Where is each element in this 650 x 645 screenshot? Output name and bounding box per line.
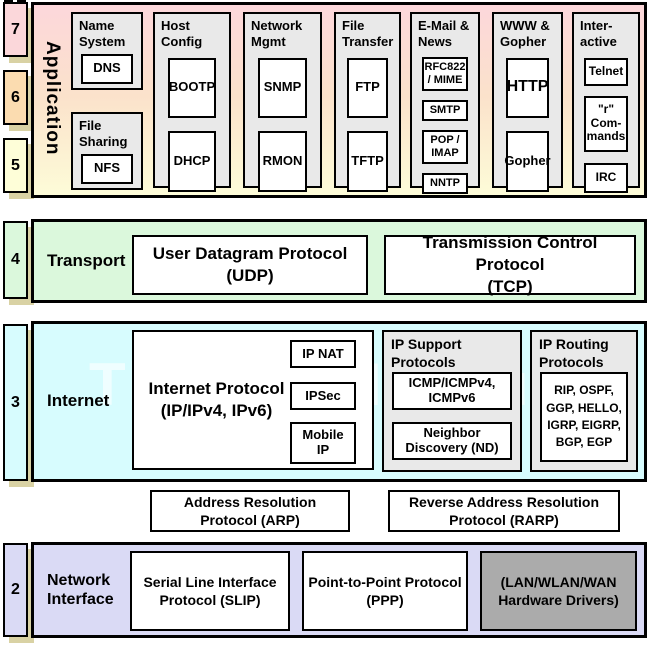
group-title: Host Config [161,18,203,50]
crop-artifact [17,0,26,3]
protocol-mobile-ip: Mobile IP [290,422,356,464]
network-interface-layer-panel: Network Interface Serial Line Interface … [31,542,647,638]
protocol-arp: Address Resolution Protocol (ARP) [150,490,350,532]
protocol-rarp: Reverse Address Resolution Protocol (RAR… [388,490,620,532]
protocol-tftp: TFTP [347,130,388,192]
protocol-nd: Neighbor Discovery (ND) [392,422,512,460]
protocol-ip-box: Internet Protocol (IP/IPv4, IPv6) IP NAT… [132,330,374,470]
application-layer-label: Application [42,40,63,156]
protocol-ppp: Point-to-Point Protocol (PPP) [302,551,468,631]
layer-4-number: 4 [11,251,20,268]
layer-4-badge: 4 [3,221,28,299]
protocol-bootp: BOOTP [168,57,216,118]
protocol-nntp: NNTP [422,172,468,194]
group-title: Name System [79,18,126,50]
layer-3-badge: 3 [3,324,28,481]
group-interactive: Inter- active Telnet "r" Com- mands IRC [572,12,640,193]
group-title: Inter- active [580,18,617,50]
group-ip-routing: IP Routing Protocols RIP, OSPF, GGP, HEL… [530,330,638,472]
group-title: E-Mail & News [418,18,470,50]
group-title: IP Routing Protocols [539,336,609,370]
protocol-routing-list: RIP, OSPF, GGP, HELLO, IGRP, EIGRP, BGP,… [540,372,628,462]
group-network-mgmt: Network Mgmt SNMP RMON [243,12,322,192]
layer-7-badge: 7 [3,2,28,57]
internet-layer-panel: The TCP/IP Guide Internet Internet Proto… [31,321,647,482]
hardware-drivers-box: (LAN/WLAN/WAN Hardware Drivers) [480,551,637,631]
layer-5-badge: 5 [3,138,28,193]
layer-5-number: 5 [11,156,20,174]
transport-layer-label: Transport [47,250,126,270]
protocol-rmon: RMON [258,130,307,192]
layer-2-badge: 2 [3,543,28,637]
group-title: File Transfer [342,18,394,50]
group-file-transfer: File Transfer FTP TFTP [334,12,401,192]
protocol-r-commands: "r" Com- mands [584,95,628,152]
group-title: WWW & Gopher [500,18,550,50]
protocol-dns: DNS [81,53,133,84]
protocol-nfs: NFS [81,153,133,184]
group-title: File Sharing [79,118,128,150]
protocol-slip: Serial Line Interface Protocol (SLIP) [130,551,290,631]
transport-layer-panel: Transport User Datagram Protocol (UDP) T… [31,219,647,303]
group-file-sharing: File Sharing NFS [71,112,143,190]
internet-layer-label: Internet [47,391,110,411]
group-title: Network Mgmt [251,18,303,50]
layer-2-number: 2 [11,581,20,598]
network-interface-layer-label: Network Interface [47,571,114,608]
protocol-udp: User Datagram Protocol (UDP) [132,235,368,295]
application-layer-panel: Application Name System DNS File Sharing… [31,2,647,198]
layer-3-number: 3 [11,393,20,411]
group-host-config: Host Config BOOTP DHCP [153,12,231,192]
protocol-pop-imap: POP / IMAP [422,129,468,164]
crop-artifact [4,0,13,3]
protocol-telnet: Telnet [584,57,628,86]
protocol-snmp: SNMP [258,57,307,118]
protocol-ipsec: IPSec [290,382,356,410]
protocol-icmp: ICMP/ICMPv4, ICMPv6 [392,372,512,410]
protocol-gopher: Gopher [504,130,551,192]
protocol-smtp: SMTP [422,99,468,121]
group-ip-support: IP Support Protocols ICMP/ICMPv4, ICMPv6… [382,330,522,472]
protocol-http: HTTP [506,57,549,118]
protocol-tcp: Transmission Control Protocol (TCP) [384,233,636,296]
layer-7-number: 7 [11,20,20,38]
protocol-ip-nat: IP NAT [290,340,356,368]
protocol-irc: IRC [584,162,628,193]
protocol-dhcp: DHCP [168,130,216,192]
group-title: IP Support Protocols [391,336,462,370]
layer-6-badge: 6 [3,70,28,125]
protocol-ftp: FTP [347,57,388,118]
protocol-rfc822-mime: RFC822 / MIME [422,56,468,91]
group-email-news: E-Mail & News RFC822 / MIME SMTP POP / I… [410,12,480,194]
protocol-ip-label: Internet Protocol (IP/IPv4, IPv6) [148,378,285,420]
group-name-system: Name System DNS [71,12,143,90]
group-www-gopher: WWW & Gopher HTTP Gopher [492,12,563,192]
layer-6-number: 6 [11,88,20,106]
